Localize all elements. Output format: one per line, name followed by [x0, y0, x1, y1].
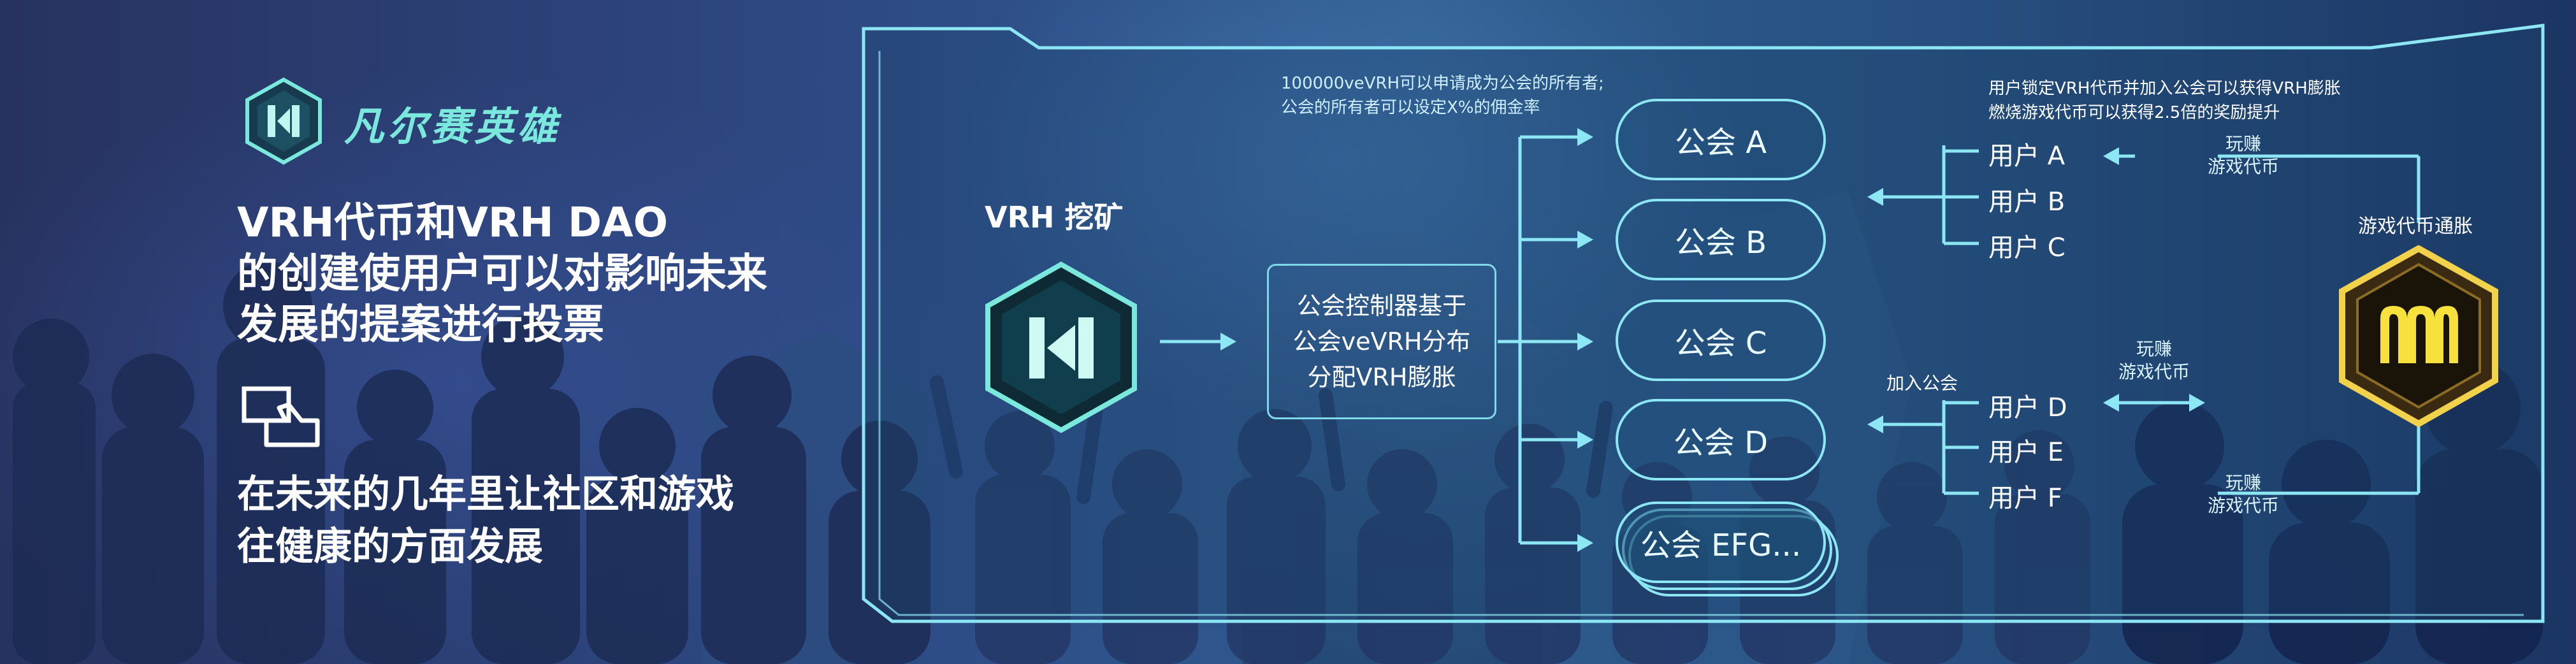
left-heading: VRH代币和VRH DAO 的创建使用户可以对影响未来 发展的提案进行投票 — [237, 198, 767, 350]
user-d-label: 用户 D — [1988, 393, 2067, 422]
guild-controller-box: 公会控制器基于 公会veVRH分布 分配VRH膨胀 — [1267, 264, 1496, 419]
play-earn-line: 游戏代币 — [2207, 156, 2279, 177]
note-line: 公会的所有者可以设定X%的佣金率 — [1281, 98, 1540, 117]
user-f-label: 用户 F — [1988, 484, 2062, 513]
game-token-logo-icon — [2339, 245, 2498, 427]
user-a-label: 用户 A — [1988, 141, 2066, 171]
play-earn-line: 玩赚 — [2225, 472, 2261, 493]
play-earn-line: 玩赚 — [2136, 338, 2172, 359]
vrh-mining-label: VRH 挖矿 — [985, 200, 1124, 235]
guild-b-pill: 公会 B — [1616, 199, 1826, 280]
brand-name: 凡尔赛英雄 — [344, 103, 561, 150]
vrh-logo-icon — [985, 261, 1137, 433]
guild-efg-pill: 公会 EFG... — [1616, 502, 1826, 583]
user-reward-note: 用户锁定VRH代币并加入公会可以获得VRH膨胀 燃烧游戏代币可以获得2.5倍的奖… — [1988, 76, 2341, 125]
play-earn-line: 游戏代币 — [2118, 361, 2190, 382]
left-heading-line: VRH代币和VRH DAO — [237, 199, 669, 247]
user-b-label: 用户 B — [1988, 187, 2066, 217]
controller-line: 公会veVRH分布 — [1292, 328, 1471, 356]
left-bottom-text: 在未来的几年里让社区和游戏 往健康的方面发展 — [237, 468, 734, 573]
play-earn-line: 玩赚 — [2225, 133, 2261, 154]
guild-d-pill: 公会 D — [1616, 399, 1826, 480]
join-guild-label: 加入公会 — [1886, 373, 1958, 394]
note-line: 燃烧游戏代币可以获得2.5倍的奖励提升 — [1988, 103, 2280, 122]
guild-c-pill: 公会 C — [1616, 300, 1826, 381]
play-earn-line: 游戏代币 — [2207, 495, 2279, 516]
guild-owner-note: 100000veVRH可以申请成为公会的所有者; 公会的所有者可以设定X%的佣金… — [1281, 71, 1604, 120]
left-bottom-line: 往健康的方面发展 — [237, 524, 543, 569]
user-e-label: 用户 E — [1988, 438, 2064, 467]
left-heading-line: 发展的提案进行投票 — [237, 301, 604, 349]
play-earn-top: 玩赚 游戏代币 — [2199, 133, 2288, 178]
user-c-label: 用户 C — [1988, 233, 2066, 263]
vote-hand-icon — [242, 386, 320, 447]
play-earn-mid: 玩赚 游戏代币 — [2106, 338, 2202, 384]
game-token-inflation-label: 游戏代币通胀 — [2358, 215, 2473, 238]
brand-logo-icon — [245, 77, 322, 165]
controller-line: 分配VRH膨胀 — [1307, 363, 1456, 391]
left-heading-line: 的创建使用户可以对影响未来 — [237, 250, 767, 298]
note-line: 用户锁定VRH代币并加入公会可以获得VRH膨胀 — [1988, 79, 2341, 98]
left-bottom-line: 在未来的几年里让社区和游戏 — [237, 472, 734, 517]
note-line: 100000veVRH可以申请成为公会的所有者; — [1281, 74, 1604, 93]
guild-a-pill: 公会 A — [1616, 99, 1826, 180]
controller-line: 公会控制器基于 — [1296, 292, 1466, 320]
play-earn-bottom: 玩赚 游戏代币 — [2199, 472, 2288, 517]
